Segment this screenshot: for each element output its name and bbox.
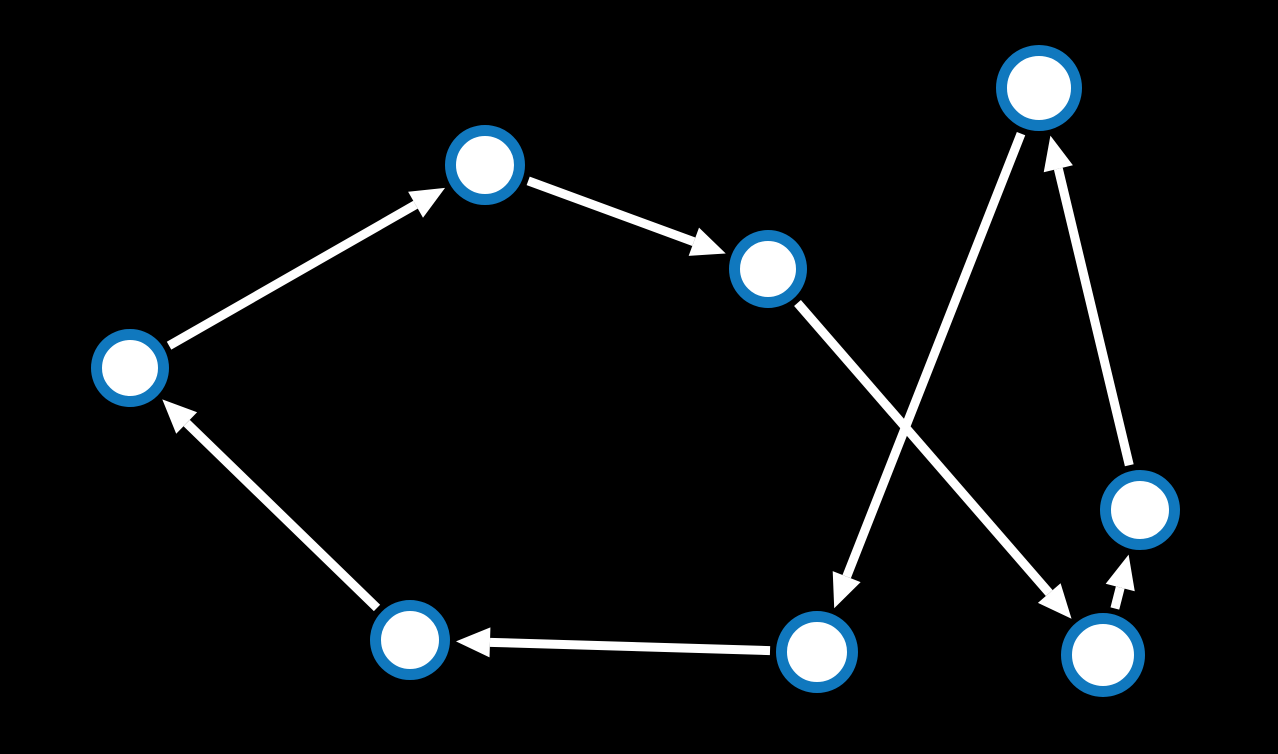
- graph-node[interactable]: [1100, 470, 1180, 550]
- node-circle: [1061, 613, 1145, 697]
- edge-line: [1110, 586, 1125, 610]
- graph-edge[interactable]: [455, 627, 771, 658]
- edge-arrowhead-icon: [1043, 135, 1073, 173]
- graph-edge[interactable]: [794, 300, 1072, 619]
- node-circle: [776, 611, 858, 693]
- graph-node[interactable]: [996, 45, 1082, 131]
- graph-node[interactable]: [445, 125, 525, 205]
- graph-node[interactable]: [776, 611, 858, 693]
- edge-arrowhead-icon: [162, 399, 198, 434]
- node-circle: [1100, 470, 1180, 550]
- edge-arrowhead-icon: [1037, 583, 1072, 619]
- edge-line: [183, 419, 381, 612]
- graph-node[interactable]: [370, 600, 450, 680]
- edge-arrowhead-icon: [408, 187, 446, 218]
- edge-line: [1053, 167, 1134, 467]
- graph-edge[interactable]: [1105, 554, 1135, 610]
- edge-arrowhead-icon: [688, 227, 726, 256]
- edge-arrowhead-icon: [455, 627, 491, 658]
- graph-edge[interactable]: [1043, 135, 1134, 467]
- graph-edge[interactable]: [166, 187, 446, 350]
- graph-edge[interactable]: [162, 399, 381, 612]
- node-circle: [729, 230, 807, 308]
- edge-line: [526, 176, 696, 246]
- edge-line: [166, 200, 418, 350]
- graph-node[interactable]: [1061, 613, 1145, 697]
- node-circle: [91, 329, 169, 407]
- graph-edge[interactable]: [526, 176, 726, 256]
- graph-edge[interactable]: [832, 131, 1026, 609]
- node-circle: [370, 600, 450, 680]
- edge-line: [489, 637, 771, 656]
- node-circle: [445, 125, 525, 205]
- graph-node[interactable]: [729, 230, 807, 308]
- edge-arrowhead-icon: [832, 571, 861, 609]
- node-circle: [996, 45, 1082, 131]
- edges-layer: [162, 131, 1135, 658]
- nodes-layer: [91, 45, 1180, 697]
- edge-arrowhead-icon: [1105, 554, 1135, 592]
- edge-line: [842, 131, 1026, 579]
- graph-node[interactable]: [91, 329, 169, 407]
- edge-line: [794, 300, 1053, 597]
